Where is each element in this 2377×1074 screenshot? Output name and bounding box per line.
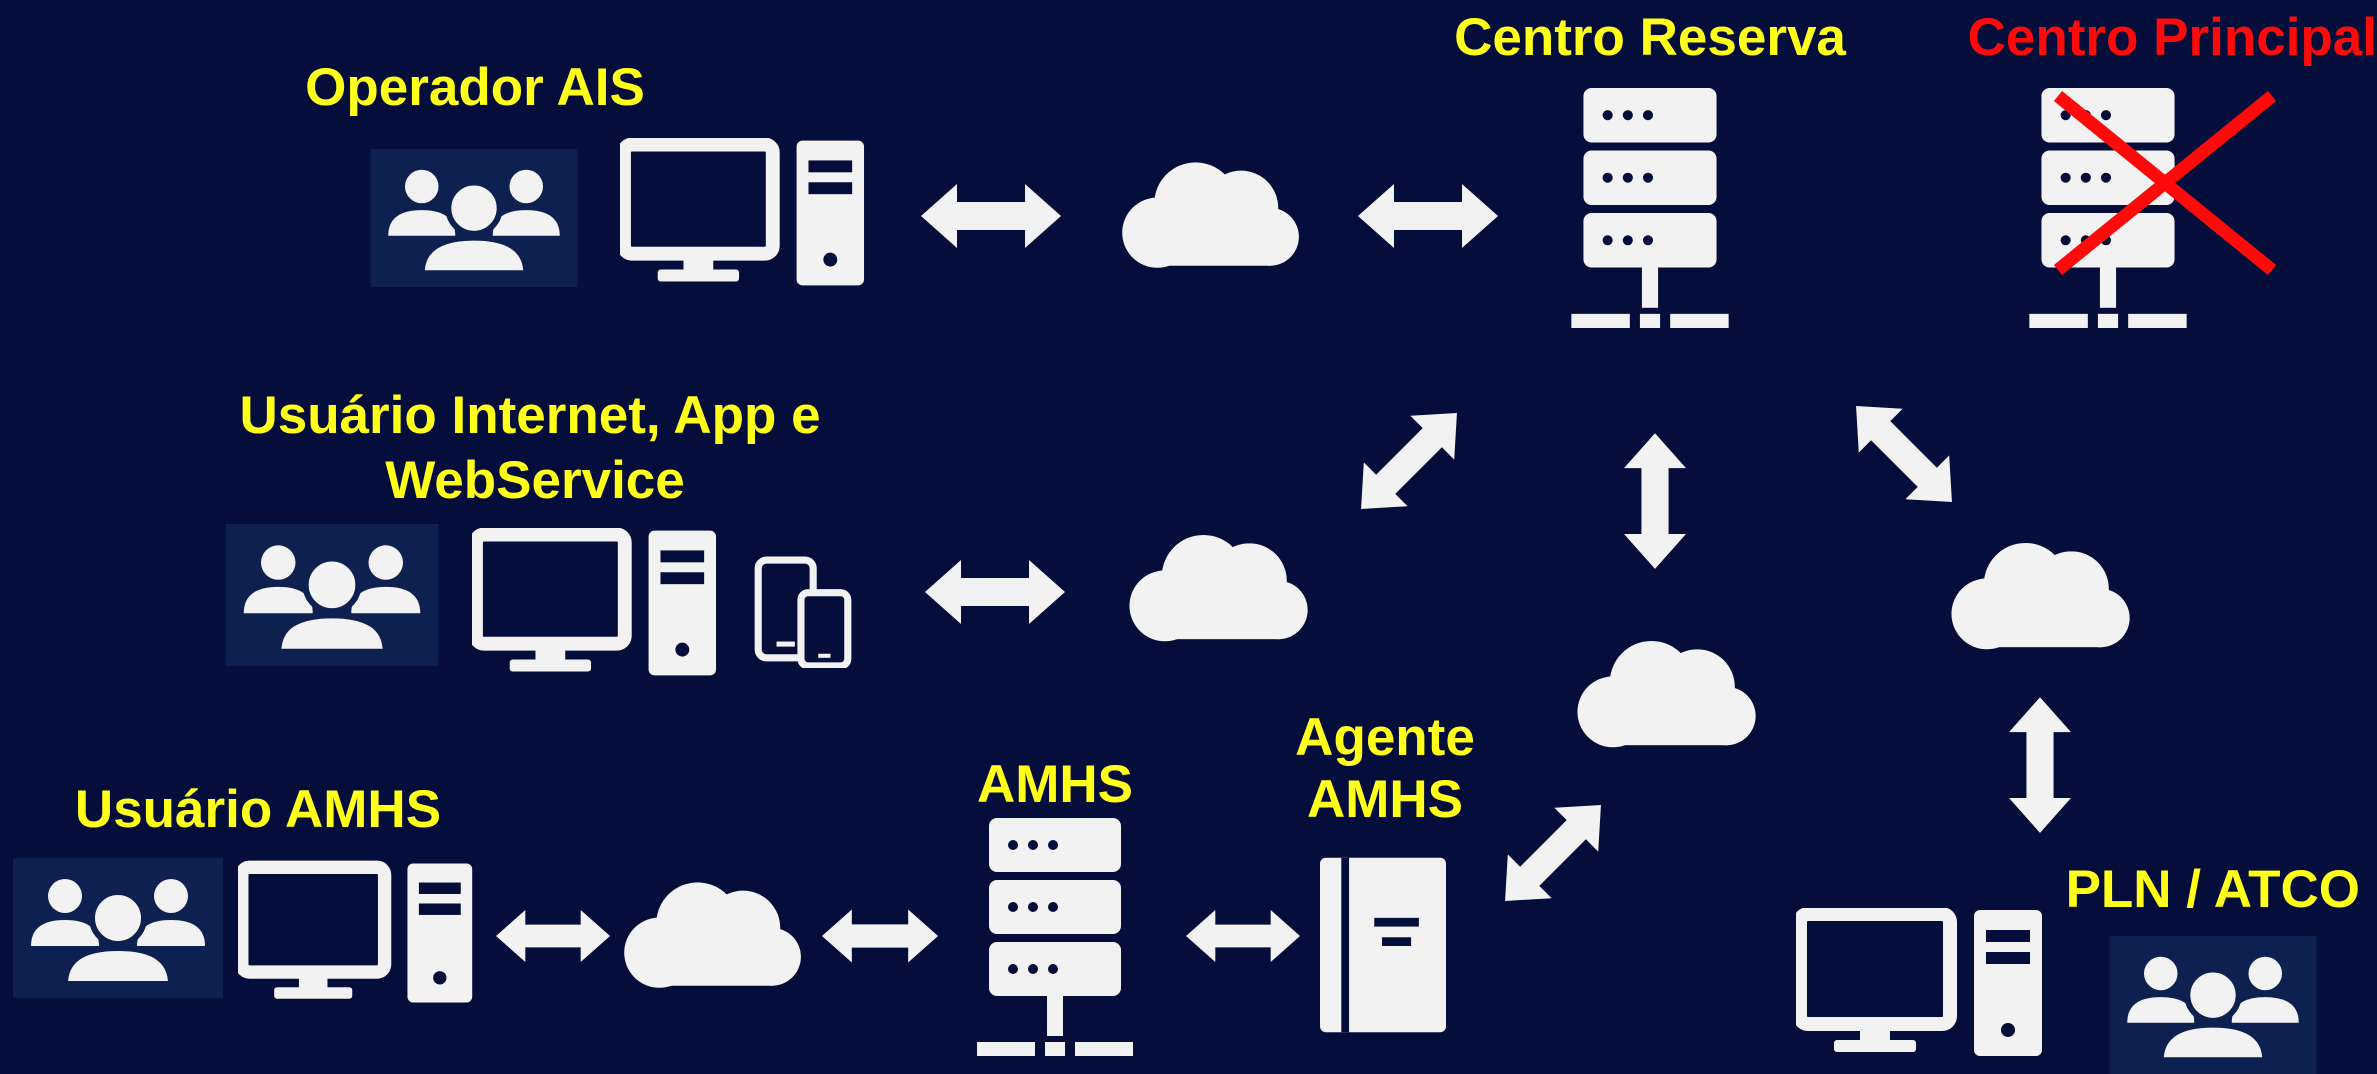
double-arrow-icon-reserva-internet-cloud: [1339, 391, 1479, 531]
double-arrow-icon-reserva-cloud-right: [1834, 384, 1974, 524]
agent-box-icon: [1320, 857, 1446, 1033]
cloud-icon-right: [1951, 542, 2130, 650]
double-arrow-icon-cloud-reserva: [1358, 184, 1498, 248]
double-arrow-icon-right-cloud-pln: [2009, 697, 2071, 833]
label-usuario-amhs: Usuário AMHS: [74, 780, 442, 839]
cloud-icon-amhs: [624, 882, 801, 988]
users-icon-operador-ais: [371, 149, 578, 287]
double-arrow-icon-reserva-cloud-center: [1624, 433, 1686, 569]
label-centro-reserva: Centro Reserva: [1454, 8, 1846, 67]
cloud-icon-internet: [1129, 534, 1308, 642]
users-icon-usuario-internet: [226, 524, 439, 666]
failure-x-icon: [2053, 90, 2277, 276]
mobile-devices-icon: [758, 560, 848, 666]
label-usuario-internet-line2: WebService: [385, 451, 685, 510]
computer-icon-operador-ais: [624, 141, 864, 286]
double-arrow-icon-cloud-amhs: [822, 909, 938, 963]
label-usuario-internet-line1: Usuário Internet, App e: [239, 386, 821, 445]
computer-icon-usuario-amhs: [242, 864, 472, 1003]
users-icon-pln-atco: [2110, 936, 2317, 1074]
cloud-icon-center: [1577, 640, 1756, 748]
users-icon-usuario-amhs: [13, 858, 223, 998]
double-arrow-icon-amhs-agent: [1186, 909, 1300, 963]
double-arrow-icon-ais-cloud: [921, 184, 1061, 248]
computer-icon-pln-atco: [1800, 910, 2042, 1056]
label-agente-amhs-line1: Agente: [1295, 708, 1475, 767]
server-icon-centro-principal: [2029, 88, 2187, 328]
server-icon-centro-reserva: [1571, 88, 1729, 328]
double-arrow-icon-amhs-user-cloud: [496, 909, 610, 963]
label-operador-ais: Operador AIS: [305, 58, 645, 117]
computer-icon-usuario-internet: [476, 531, 716, 676]
label-pln-atco: PLN / ATCO: [2065, 860, 2360, 919]
cloud-icon-ais: [1122, 162, 1299, 268]
label-agente-amhs-line2: AMHS: [1306, 770, 1464, 829]
server-icon-amhs: [977, 818, 1133, 1056]
label-amhs: AMHS: [976, 755, 1134, 814]
double-arrow-icon-internet-cloud: [925, 560, 1065, 624]
label-centro-principal: Centro Principal: [1967, 8, 2377, 67]
